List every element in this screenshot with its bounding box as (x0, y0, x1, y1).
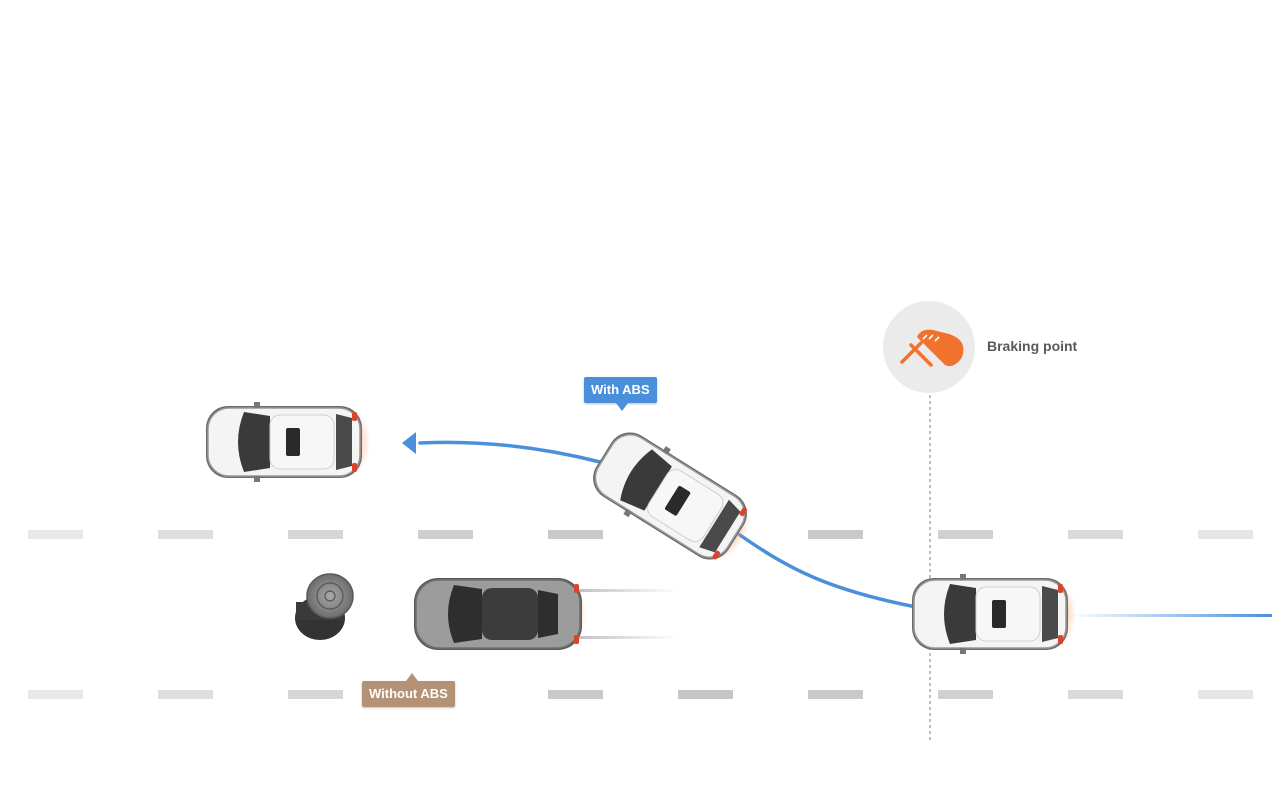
with-abs-tag: With ABS (584, 377, 657, 411)
without-abs-tag: Without ABS (362, 673, 455, 707)
skid-marks (570, 589, 678, 639)
car-after-abs (205, 401, 371, 483)
car-without-abs (413, 577, 587, 651)
car-braking-start (911, 573, 1077, 655)
approach-trail (1067, 614, 1272, 617)
braking-point-label: Braking point (987, 338, 1078, 354)
manhole-obstacle (295, 573, 354, 640)
brake-pedal-icon (900, 329, 964, 367)
car-avoiding-with-abs (581, 419, 765, 577)
brake-badge (883, 301, 975, 393)
abs-path (418, 440, 918, 609)
arrow-left-icon (402, 432, 416, 454)
lane-markings-lower (28, 690, 1253, 699)
lane-markings-upper (28, 530, 1253, 539)
